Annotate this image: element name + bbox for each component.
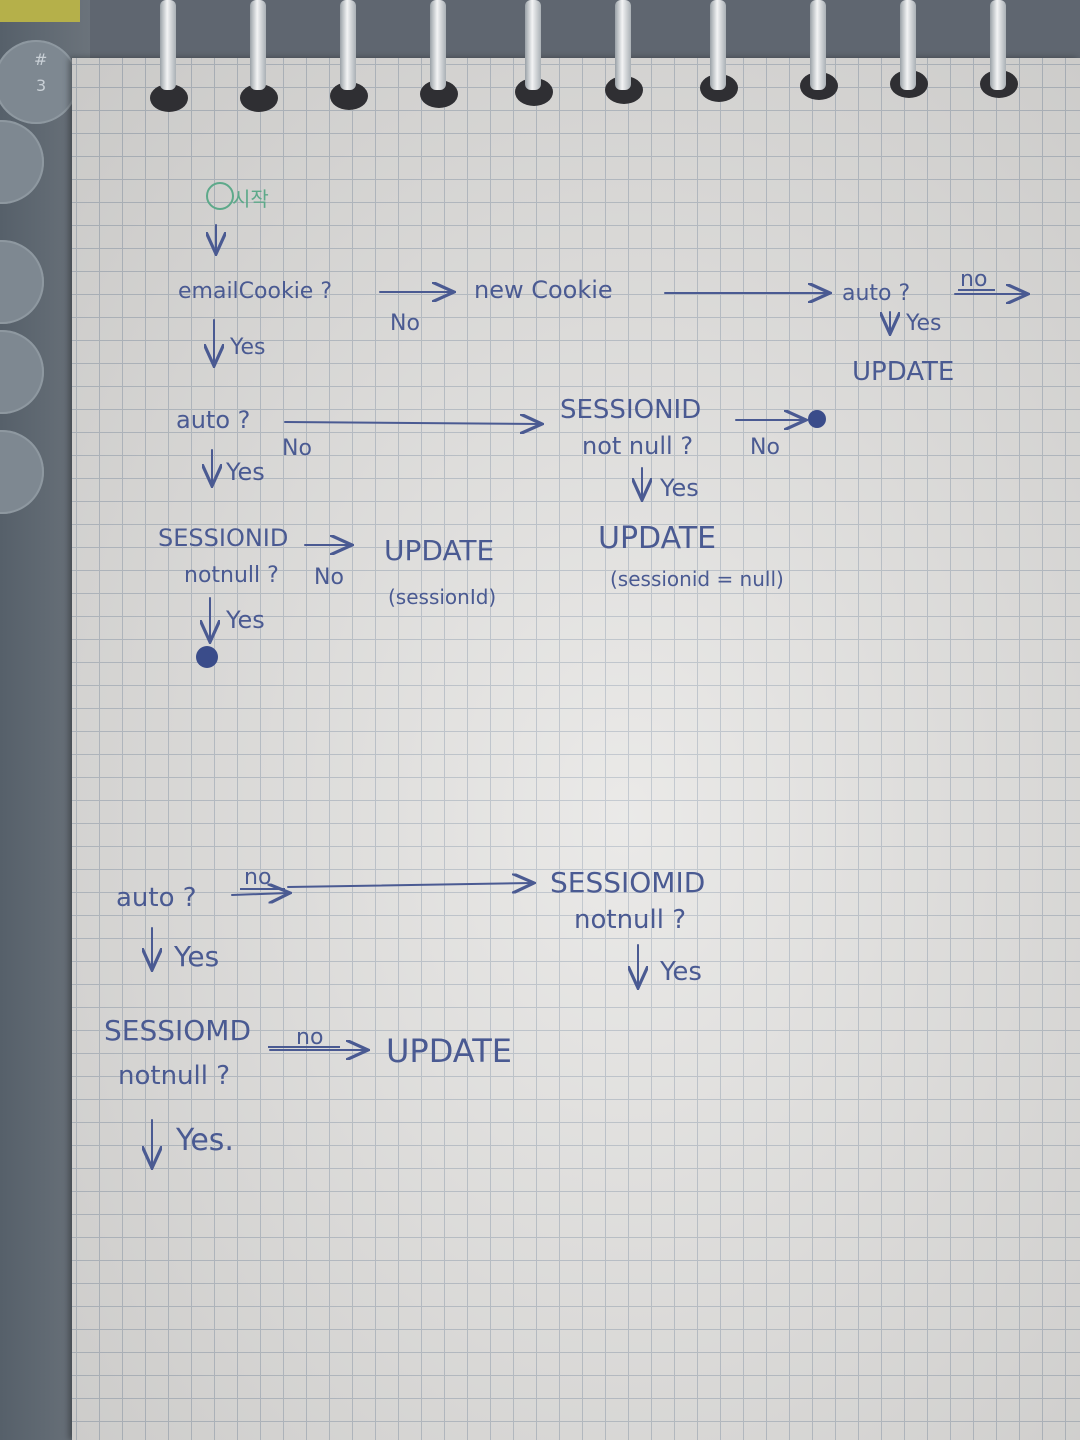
no-label: no	[244, 865, 271, 890]
no-label: no	[296, 1025, 323, 1050]
flow-arrow	[231, 893, 288, 895]
not-null-mid-decision: not null ?	[582, 432, 693, 460]
keyboard-key: #3	[0, 40, 78, 124]
sessionid-bottom-right: SESSIOMID	[550, 866, 705, 899]
yes-label: Yes	[659, 474, 699, 502]
auto-decision-left: auto ?	[176, 406, 250, 434]
spiral-binding	[0, 0, 1080, 120]
yellow-object	[0, 0, 80, 22]
sessionid-left: SESSIONID	[158, 524, 288, 552]
sessionid-bottom-left: SESSIOMD	[104, 1014, 251, 1047]
update-left-note: (sessionId)	[388, 585, 496, 609]
no-label: No	[282, 436, 312, 461]
no-label: no	[960, 267, 987, 292]
sessionid-mid: SESSIONID	[560, 395, 701, 425]
flow-arrow	[284, 422, 540, 424]
no-label: No	[314, 565, 344, 590]
yes-label: Yes	[659, 957, 702, 987]
no-label: No	[390, 311, 420, 336]
start-circle	[206, 182, 234, 210]
yes-label: Yes	[905, 311, 942, 336]
flow-arrow	[287, 883, 532, 887]
update-step-left: UPDATE	[384, 534, 494, 567]
end-dot	[808, 410, 826, 428]
auto-decision-right: auto ?	[842, 281, 910, 306]
update-mid-note: (sessionid = null)	[610, 567, 784, 591]
yes-label: Yes	[225, 458, 265, 486]
yes-label: Yes.	[175, 1123, 234, 1158]
yes-label: Yes	[229, 335, 266, 360]
update-step-bottom: UPDATE	[386, 1032, 512, 1070]
not-null-bottom-left-decision: notnull ?	[118, 1061, 230, 1091]
yes-label: Yes	[173, 940, 219, 973]
no-label: No	[750, 435, 780, 460]
end-dot	[196, 646, 218, 668]
yes-label: Yes	[225, 606, 265, 634]
email-cookie-decision: emailCookie ?	[178, 279, 332, 304]
start-label: 시작	[232, 187, 269, 211]
not-null-bottom-right-decision: notnull ?	[574, 905, 686, 935]
update-step-right: UPDATE	[852, 357, 954, 387]
update-step-mid: UPDATE	[598, 521, 716, 556]
new-cookie-step: new Cookie	[474, 276, 613, 304]
not-null-left-decision: notnull ?	[184, 563, 279, 588]
auto-decision-bottom: auto ?	[116, 883, 197, 913]
